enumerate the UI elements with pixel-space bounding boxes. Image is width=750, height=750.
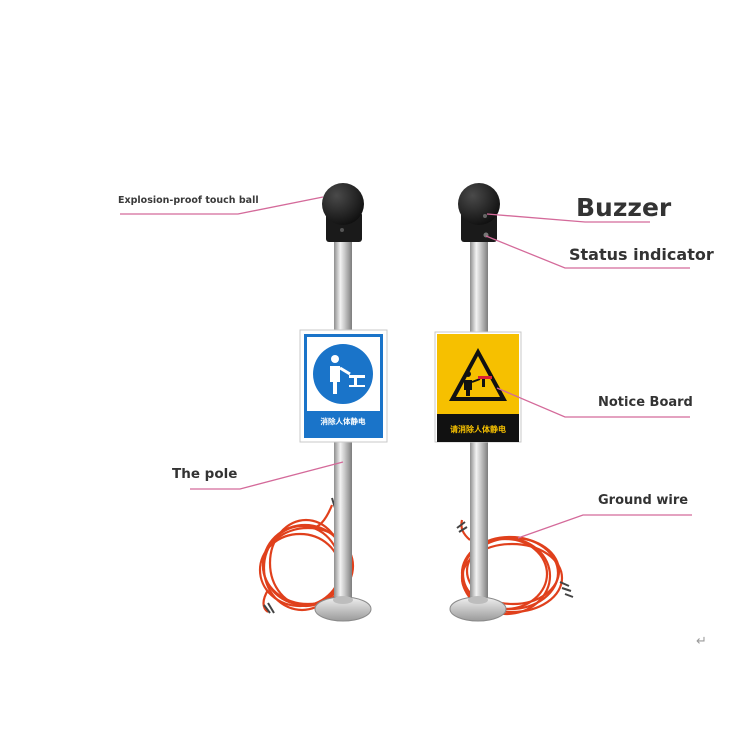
leader-notice [496,387,690,418]
leader-ground [517,514,692,539]
leader-lines [120,196,692,539]
label-explosion-proof-touch-ball: Explosion-proof touch ball [118,195,259,206]
leader-buzzer [486,213,650,223]
yellow-sign-text: 请消除人体静电 [450,424,506,434]
left-unit: 消除人体静电 [258,183,388,622]
blue-sign-text: 消除人体静电 [321,416,366,426]
yellow-notice-sign: 请消除人体静电 [434,331,522,443]
label-status-indicator: Status indicator [569,245,714,264]
label-the-pole: The pole [172,466,238,482]
left-touch-ball [322,183,364,225]
return-mark-icon: ↵ [696,634,707,649]
leader-pole [190,461,344,490]
right-touch-ball [458,183,500,225]
label-notice-board: Notice Board [598,395,693,410]
right-ground-wire [460,519,564,616]
right-wire-clip [456,521,574,598]
label-ground-wire: Ground wire [598,493,689,508]
right-unit: 请消除人体静电 [434,183,574,622]
label-buzzer: Buzzer [576,193,672,222]
blue-notice-sign: 消除人体静电 [299,329,388,443]
buzzer-hole [483,214,487,218]
leader-status [485,235,690,269]
blue-sign-mandatory-icon [313,344,373,404]
leader-touch-ball [120,196,324,215]
